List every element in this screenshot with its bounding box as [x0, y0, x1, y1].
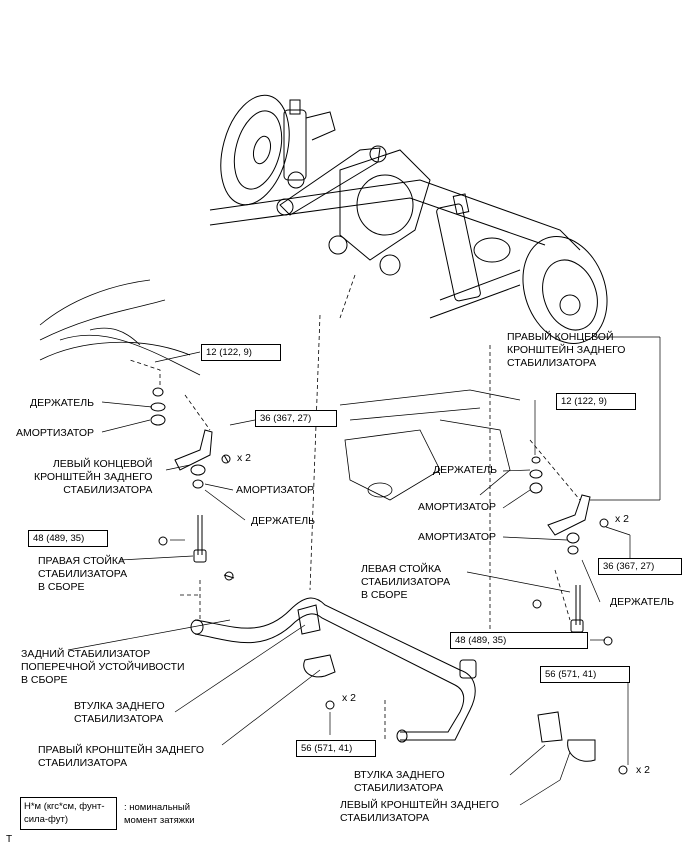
- bushing-label-right: ВТУЛКА ЗАДНЕГО СТАБИЛИЗАТОРА: [74, 700, 165, 725]
- left-bracket-low-label: ЛЕВЫЙ КРОНШТЕЙН ЗАДНЕГО СТАБИЛИЗАТОРА: [340, 799, 500, 824]
- torque-box: 12 (122, 9): [556, 393, 636, 410]
- stabilizer-bar: [190, 597, 476, 743]
- left-link-label: ЛЕВАЯ СТОЙКА СТАБИЛИЗАТОРА В СБОРЕ: [361, 563, 451, 601]
- corner-mark: T: [6, 834, 13, 845]
- torque-box: 36 (367, 27): [255, 410, 337, 427]
- cushion-label-mid: АМОРТИЗАТОР: [236, 484, 315, 496]
- body-frame-right: [339, 389, 521, 501]
- torque-box: 48 (489, 35): [28, 530, 108, 547]
- right-bracket-label: ПРАВЫЙ КРОНШТЕЙН ЗАДНЕГО СТАБИЛИЗАТОРА: [38, 744, 204, 769]
- torque-box: 56 (571, 41): [296, 740, 376, 757]
- torque-box: 12 (122, 9): [201, 344, 281, 361]
- stabilizer-label: ЗАДНИЙ СТАБИЛИЗАТОР ПОПЕРЕЧНОЙ УСТОЙЧИВО…: [21, 648, 185, 686]
- cushion-label-r1: АМОРТИЗАТОР: [418, 501, 497, 513]
- torque-box: 48 (489, 35): [450, 632, 588, 649]
- torque-box: 36 (367, 27): [598, 558, 682, 575]
- bushing-label-left: ВТУЛКА ЗАДНЕГО СТАБИЛИЗАТОРА: [354, 769, 445, 794]
- cushion-label-left: АМОРТИЗАТОР: [16, 427, 95, 439]
- right-link-assembly: [158, 515, 235, 581]
- holder-label-r1: ДЕРЖАТЕЛЬ: [433, 464, 498, 476]
- left-end-bracket-label: ЛЕВЫЙ КОНЦЕВОЙ КРОНШТЕЙН ЗАДНЕГО СТАБИЛИ…: [34, 458, 153, 496]
- holder-label-r2: ДЕРЖАТЕЛЬ: [610, 596, 675, 608]
- right-link-label: ПРАВАЯ СТОЙКА СТАБИЛИЗАТОРА В СБОРЕ: [38, 555, 128, 593]
- cushion-label-r2: АМОРТИЗАТОР: [418, 531, 497, 543]
- body-frame-left: [39, 279, 201, 376]
- left-end-bracket: [150, 387, 231, 489]
- holder-label-mid: ДЕРЖАТЕЛЬ: [251, 515, 316, 527]
- right-end-assembly: [325, 456, 628, 775]
- bushings-brackets: [297, 604, 596, 762]
- quantity-mark: x 2: [237, 452, 252, 464]
- right-end-bracket-label: ПРАВЫЙ КОНЦЕВОЙ КРОНШТЕЙН ЗАДНЕГО СТАБИЛ…: [507, 331, 626, 369]
- quantity-mark: x 2: [615, 513, 630, 525]
- quantity-mark: x 2: [636, 764, 651, 776]
- legend-description: : номинальный момент затяжки: [124, 802, 195, 826]
- holder-label-left: ДЕРЖАТЕЛЬ: [30, 397, 95, 409]
- torque-unit-legend: Н*м (кгс*см, фунт-сила-фут): [20, 797, 117, 830]
- torque-box: 56 (571, 41): [540, 666, 630, 683]
- quantity-mark: x 2: [342, 692, 357, 704]
- leader-solid: [67, 336, 661, 806]
- rear-axle-assembly: [209, 94, 608, 344]
- leader-dashed: [129, 274, 581, 740]
